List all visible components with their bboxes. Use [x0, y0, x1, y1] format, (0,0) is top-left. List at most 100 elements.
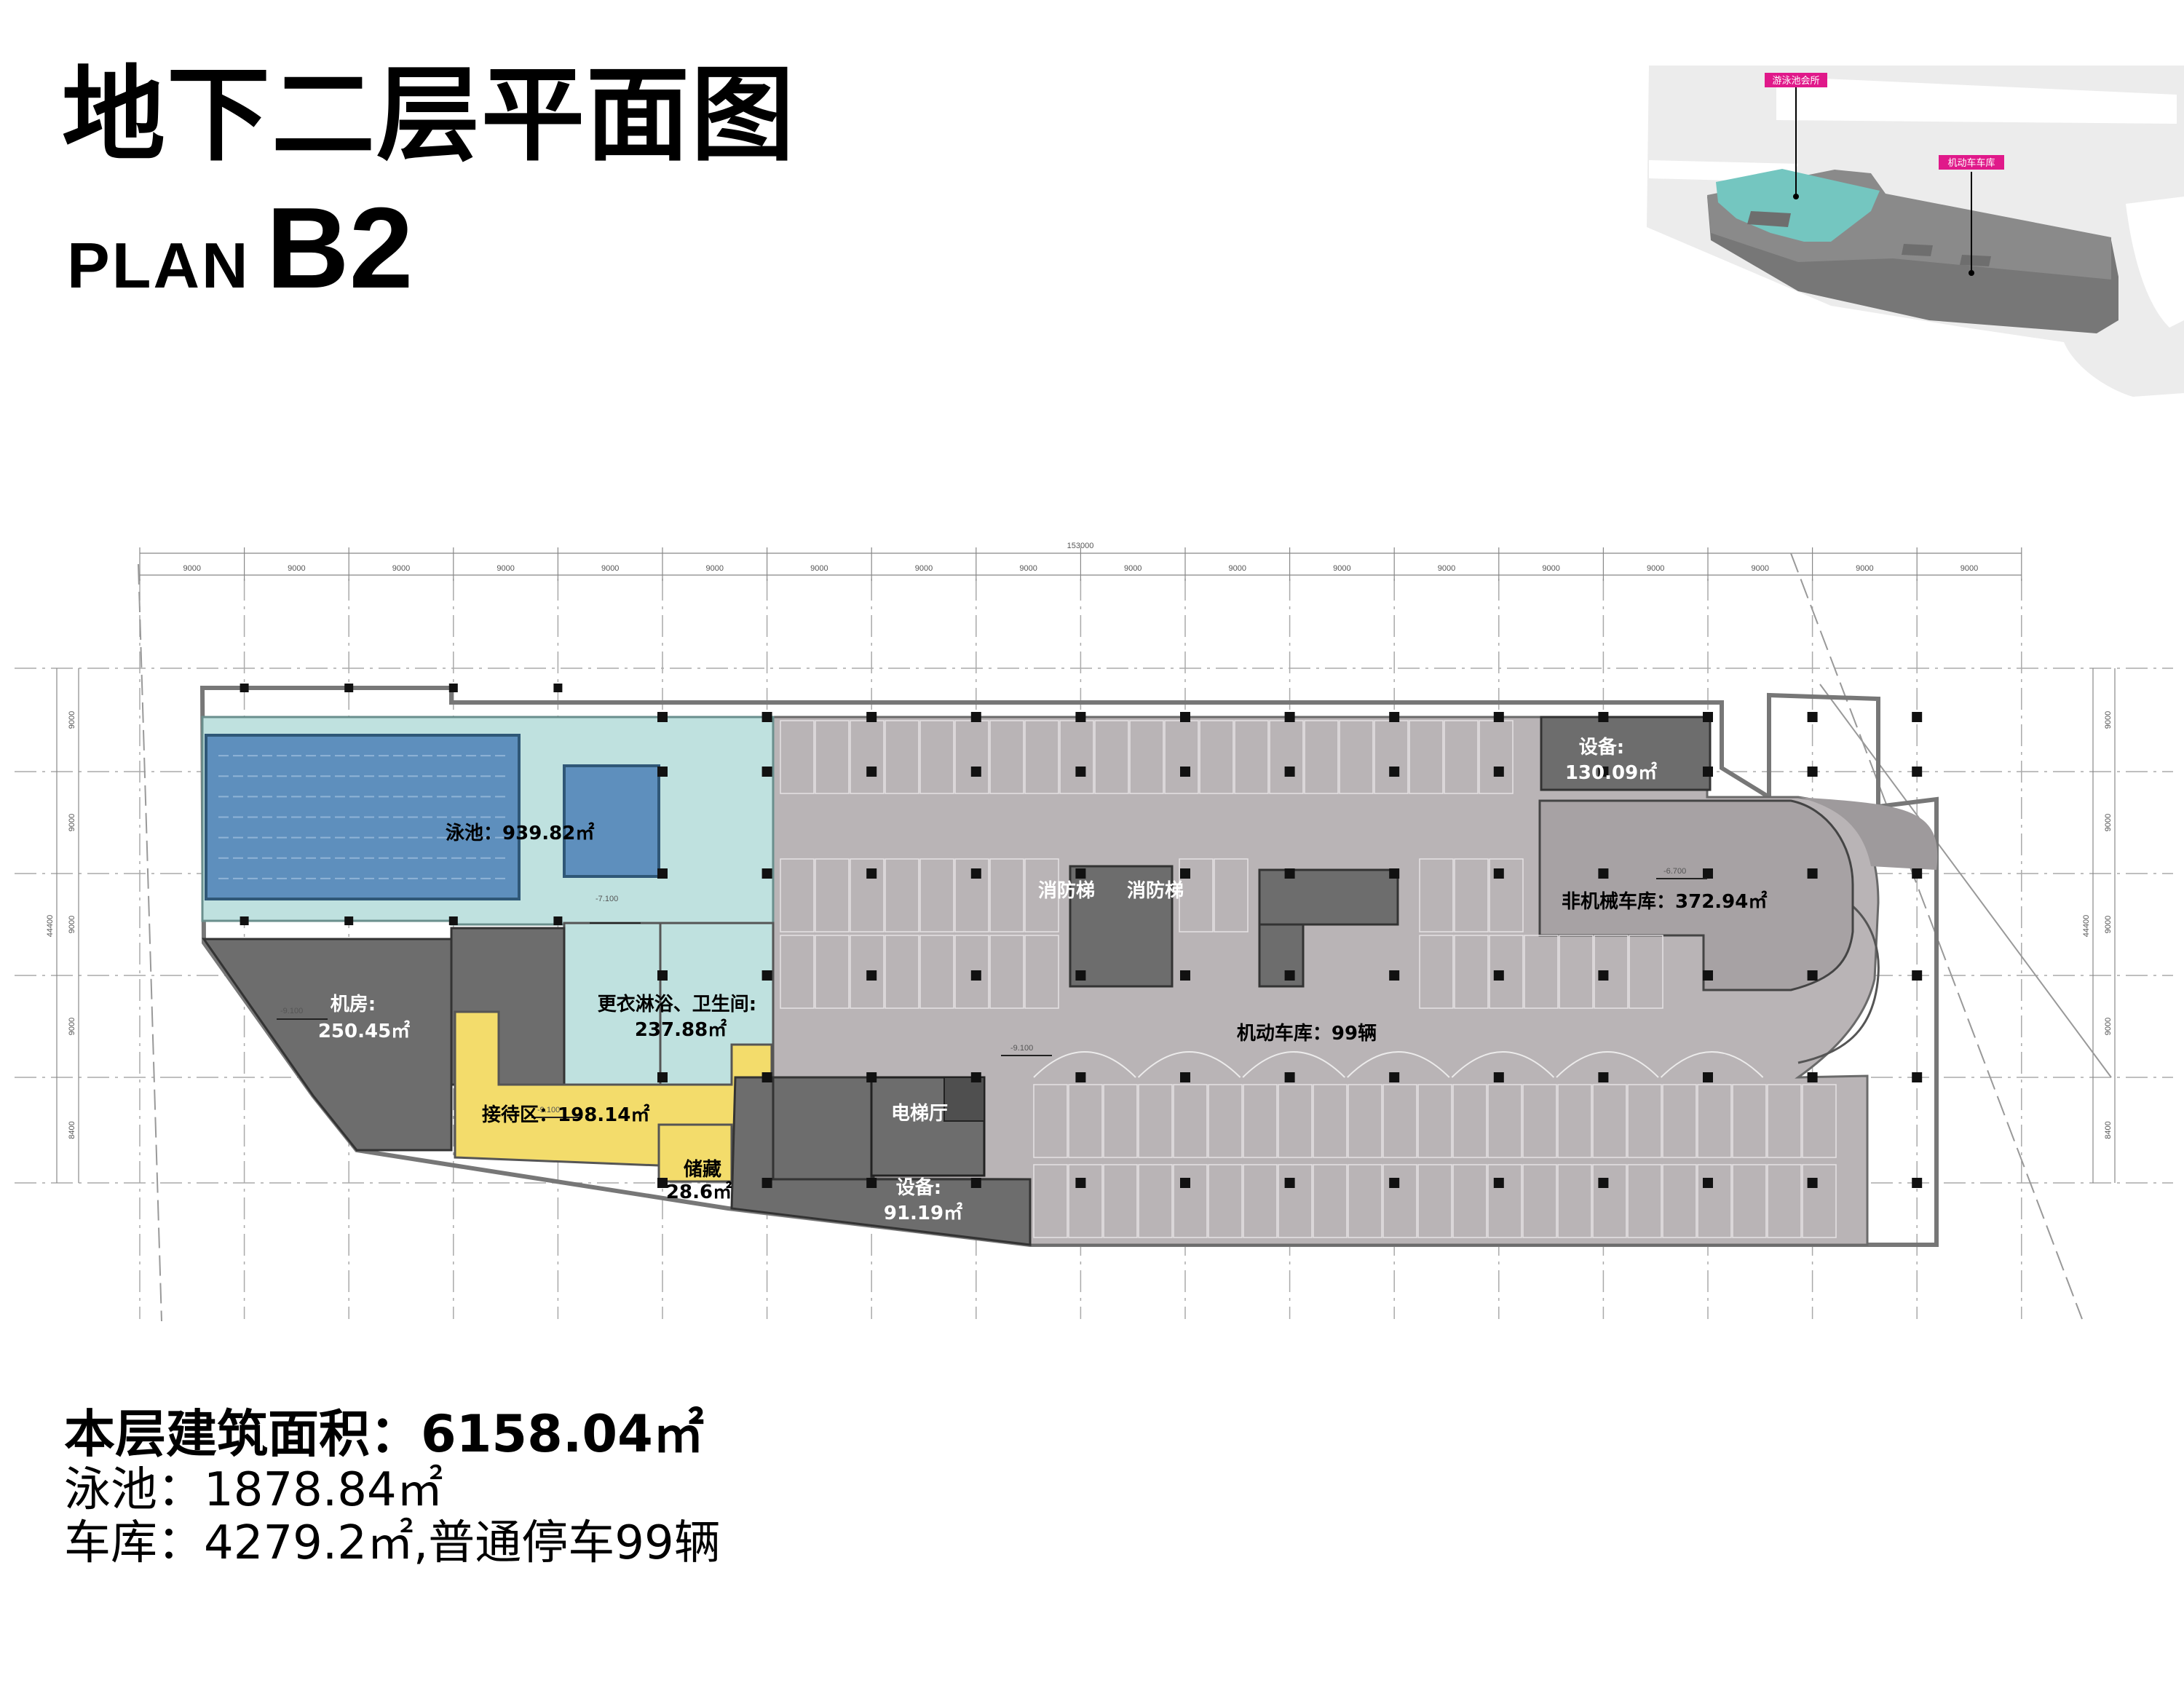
stall-low-b-9 — [1348, 1164, 1382, 1238]
level-code: B2 — [266, 184, 414, 312]
aisle-arc-3 — [1347, 1051, 1450, 1078]
stall-low-b-8 — [1313, 1164, 1348, 1238]
column-7-2 — [866, 868, 877, 879]
reception-sep: ： — [539, 1104, 558, 1126]
stall-low-a-20 — [1732, 1084, 1767, 1158]
dim-bay-4: 9000 — [601, 564, 619, 573]
stall-mid-e-0 — [1419, 935, 1454, 1009]
dim-side-overall-right: 44400 — [2082, 915, 2091, 938]
column-6-3 — [761, 970, 772, 981]
column-13-5 — [1493, 1178, 1504, 1188]
stall-low-b-1 — [1068, 1164, 1103, 1238]
column-14-5 — [1598, 1178, 1609, 1188]
dim-bay-13: 9000 — [1542, 564, 1559, 573]
label-equip-top-area: 130.09㎡ — [1565, 761, 1657, 784]
stall-low-a-17 — [1627, 1084, 1662, 1158]
column-7-5 — [866, 1178, 877, 1188]
column-12-5 — [1389, 1178, 1400, 1188]
column-9-0 — [1075, 712, 1086, 722]
column-pool-3-0 — [448, 684, 458, 692]
stall-mid-e-4 — [1559, 935, 1594, 1009]
column-17-0 — [1912, 712, 1923, 722]
stall-mid-b-2 — [1489, 858, 1524, 932]
stall-low-a-4 — [1173, 1084, 1208, 1158]
stall-low-a-12 — [1452, 1084, 1487, 1158]
label-storage-area: 28.6㎡ — [666, 1181, 732, 1203]
column-9-1 — [1075, 767, 1086, 777]
elevation-marks: -7.100 -9.100 -9.100 -6.700 -9.100 — [277, 867, 1707, 1118]
label-reception: 接待区：198.14㎡ — [482, 1104, 649, 1126]
column-11-3 — [1284, 970, 1295, 981]
column-17-5 — [1912, 1178, 1923, 1188]
label-non-motor-garage: 非机械车库：372.94㎡ — [1562, 890, 1767, 913]
area-summary: 本层建筑面积：6158.04㎡ 泳池：1878.84㎡ 车库：4279.2㎡,普… — [64, 1405, 721, 1571]
stall-low-b-0 — [1033, 1164, 1068, 1238]
aisle-arc-6 — [1660, 1051, 1764, 1078]
keyplan-tag-garage: 机动车车库 — [1947, 157, 1995, 169]
column-8-0 — [970, 712, 981, 722]
stall-mid-e-1 — [1454, 935, 1489, 1009]
elevation-5: -9.100 — [537, 1106, 560, 1114]
garage-summary-label: 车库 — [64, 1516, 157, 1571]
equip-top-room — [1540, 716, 1712, 791]
stall-mid-a-4 — [919, 858, 954, 932]
stall-top-15 — [1304, 720, 1339, 794]
stall-mid-d-7 — [1024, 935, 1059, 1009]
column-11-2 — [1284, 868, 1295, 879]
column-5-0 — [657, 712, 668, 722]
column-16-4 — [1807, 1072, 1818, 1082]
column-12-3 — [1389, 970, 1400, 981]
dim-side-bay-left-2: 9000 — [68, 916, 76, 933]
stall-low-a-7 — [1278, 1084, 1313, 1158]
stall-top-6 — [989, 720, 1024, 794]
column-15-4 — [1703, 1072, 1713, 1082]
stall-low-a-0 — [1033, 1084, 1068, 1158]
garage-area-summary: 车库：4279.2㎡,普通停车99辆 — [64, 1516, 721, 1571]
stall-top-3 — [885, 720, 919, 794]
stall-low-b-17 — [1627, 1164, 1662, 1238]
keyplan-road-top — [1776, 76, 2177, 124]
column-11-5 — [1284, 1178, 1295, 1188]
stall-mid-a-2 — [850, 858, 885, 932]
garage-count: 99辆 — [1332, 1023, 1377, 1045]
dim-side-bay-left-4: 8400 — [68, 1121, 76, 1138]
page-title: 地下二层平面图 — [62, 55, 796, 175]
dim-bay-9: 9000 — [1124, 564, 1142, 573]
column-15-5 — [1703, 1178, 1713, 1188]
label-changing-area: 237.88㎡ — [635, 1018, 727, 1041]
column-10-1 — [1180, 767, 1190, 777]
dim-side-bay-right-3: 9000 — [2104, 1018, 2113, 1035]
column-12-1 — [1389, 767, 1400, 777]
stall-low-a-1 — [1068, 1084, 1103, 1158]
stall-mid-a-6 — [989, 858, 1024, 932]
stall-low-a-21 — [1767, 1084, 1802, 1158]
fire-stair-core-b-top — [1258, 868, 1399, 926]
column-11-0 — [1284, 712, 1295, 722]
column-15-3 — [1703, 970, 1713, 981]
column-15-1 — [1703, 767, 1713, 777]
label-machine-room: 机房: — [331, 994, 376, 1015]
stall-mid-a-5 — [954, 858, 989, 932]
non-motor-name: 非机械车库 — [1562, 890, 1656, 913]
elevation-2: -9.100 — [280, 1007, 303, 1015]
stall-mid-e-6 — [1629, 935, 1663, 1009]
pool-sep: ： — [483, 823, 502, 844]
column-6-1 — [761, 767, 772, 777]
column-13-3 — [1493, 970, 1504, 981]
stall-low-a-6 — [1243, 1084, 1278, 1158]
stall-mid-b-0 — [1419, 858, 1454, 932]
column-17-1 — [1912, 767, 1923, 777]
fire-stair-core-b-bottom — [1258, 923, 1305, 988]
column-6-4 — [761, 1072, 772, 1082]
column-8-1 — [970, 767, 981, 777]
ramp-upper — [1798, 797, 1938, 870]
label-machine-room-area: 250.45㎡ — [318, 1020, 410, 1042]
stall-top-16 — [1339, 720, 1374, 794]
dim-bay-7: 9000 — [915, 564, 933, 573]
dim-side-bay-right-4: 8400 — [2104, 1121, 2113, 1138]
stall-top-0 — [780, 720, 815, 794]
stall-low-b-19 — [1697, 1164, 1732, 1238]
stall-mid-d-0 — [780, 935, 815, 1009]
keyplan-skylight-1 — [1747, 211, 1791, 227]
